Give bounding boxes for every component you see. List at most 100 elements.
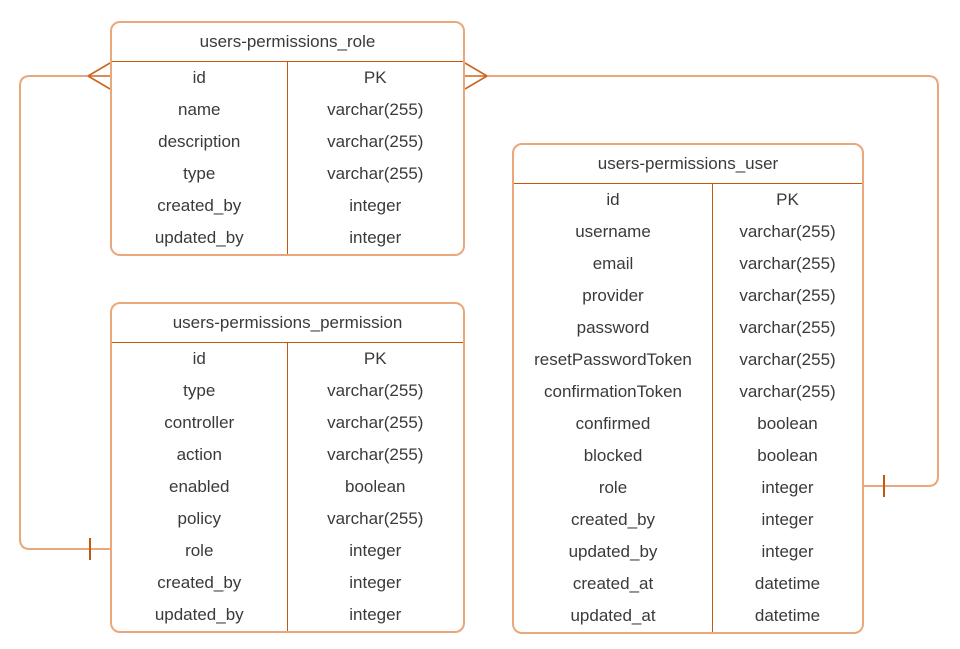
field-name: id	[514, 184, 713, 216]
field-name: created_at	[514, 568, 713, 600]
table-title: users-permissions_role	[112, 23, 463, 62]
field-type: varchar(255)	[739, 222, 836, 241]
table-row: updated_by integer	[112, 599, 463, 631]
field-name: blocked	[514, 440, 713, 472]
field-name: type	[112, 158, 288, 190]
field-type: varchar(255)	[327, 413, 424, 432]
field-name: provider	[514, 280, 713, 312]
table-row: policy varchar(255)	[112, 503, 463, 535]
table-row: username varchar(255)	[514, 216, 862, 248]
table-row: type varchar(255)	[112, 375, 463, 407]
field-type: integer	[349, 573, 402, 592]
field-type: integer	[349, 541, 402, 560]
field-type: integer	[761, 542, 814, 561]
field-type: integer	[761, 510, 814, 529]
field-type: varchar(255)	[327, 132, 424, 151]
field-name: updated_by	[112, 222, 288, 254]
field-type: boolean	[757, 414, 818, 433]
table-body: id PK username varchar(255) email varchar(255…	[514, 184, 862, 632]
field-name: id	[112, 62, 288, 94]
field-name: created_by	[514, 504, 713, 536]
table-row: role integer	[112, 535, 463, 567]
field-name: id	[112, 343, 288, 375]
table-title: users-permissions_permission	[112, 304, 463, 343]
field-name: created_by	[112, 567, 288, 599]
table-row: id PK	[112, 343, 463, 375]
table-row: confirmed boolean	[514, 408, 862, 440]
relationship-line-role-user	[487, 75, 939, 487]
field-name: updated_by	[112, 599, 288, 631]
field-type: datetime	[754, 606, 821, 625]
field-type: integer	[349, 228, 402, 247]
field-name: description	[112, 126, 288, 158]
field-type: varchar(255)	[739, 286, 836, 305]
entity-table-users-permissions-role[interactable]: users-permissions_role id PK name varchar(2…	[110, 21, 465, 256]
field-name: policy	[112, 503, 288, 535]
table-body: id PK name varchar(255) description varchar(2…	[112, 62, 463, 254]
table-row: resetPasswordToken varchar(255)	[514, 344, 862, 376]
field-type: PK	[363, 68, 387, 87]
crow-foot-many-icon	[464, 62, 488, 90]
field-name: action	[112, 439, 288, 471]
field-name: role	[112, 535, 288, 567]
field-name: updated_by	[514, 536, 713, 568]
field-type: boolean	[344, 477, 406, 496]
field-name: updated_at	[514, 600, 713, 632]
table-row: blocked boolean	[514, 440, 862, 472]
table-row: provider varchar(255)	[514, 280, 862, 312]
field-name: controller	[112, 407, 288, 439]
table-row: created_by integer	[112, 567, 463, 599]
table-row: name varchar(255)	[112, 94, 463, 126]
table-row: description varchar(255)	[112, 126, 463, 158]
table-row: password varchar(255)	[514, 312, 862, 344]
field-name: type	[112, 375, 288, 407]
field-type: varchar(255)	[739, 318, 836, 337]
relationship-role-user	[464, 62, 939, 497]
table-row: role integer	[514, 472, 862, 504]
entity-table-users-permissions-permission[interactable]: users-permissions_permission id PK type var…	[110, 302, 465, 633]
table-row: type varchar(255)	[112, 158, 463, 190]
field-name: resetPasswordToken	[514, 344, 713, 376]
table-row: id PK	[514, 184, 862, 216]
table-row: id PK	[112, 62, 463, 94]
table-body: id PK type varchar(255) controller varchar(25…	[112, 343, 463, 631]
field-type: varchar(255)	[739, 350, 836, 369]
table-row: created_at datetime	[514, 568, 862, 600]
field-type: varchar(255)	[327, 164, 424, 183]
table-row: updated_at datetime	[514, 600, 862, 632]
field-type: varchar(255)	[327, 509, 424, 528]
field-type: datetime	[754, 574, 821, 593]
field-name: password	[514, 312, 713, 344]
field-type: integer	[349, 605, 402, 624]
field-type: varchar(255)	[739, 254, 836, 273]
field-type: boolean	[757, 446, 818, 465]
table-row: updated_by integer	[514, 536, 862, 568]
field-name: confirmed	[514, 408, 713, 440]
field-name: created_by	[112, 190, 288, 222]
table-row: email varchar(255)	[514, 248, 862, 280]
field-name: enabled	[112, 471, 288, 503]
field-name: username	[514, 216, 713, 248]
field-name: name	[112, 94, 288, 126]
field-type: PK	[363, 349, 387, 368]
crow-foot-many-icon	[87, 62, 111, 90]
relationship-line-role-permission	[19, 75, 110, 550]
table-row: controller varchar(255)	[112, 407, 463, 439]
field-type: varchar(255)	[327, 381, 424, 400]
field-name: email	[514, 248, 713, 280]
field-type: varchar(255)	[739, 382, 836, 401]
field-type: varchar(255)	[327, 445, 424, 464]
field-type: varchar(255)	[327, 100, 424, 119]
field-name: confirmationToken	[514, 376, 713, 408]
table-title: users-permissions_user	[514, 145, 862, 184]
entity-table-users-permissions-user[interactable]: users-permissions_user id PK username varch…	[512, 143, 864, 634]
field-type: PK	[776, 190, 799, 209]
table-row: enabled boolean	[112, 471, 463, 503]
table-row: action varchar(255)	[112, 439, 463, 471]
table-row: updated_by integer	[112, 222, 463, 254]
relationship-role-permission	[19, 62, 111, 560]
field-name: role	[514, 472, 713, 504]
field-type: integer	[761, 478, 814, 497]
